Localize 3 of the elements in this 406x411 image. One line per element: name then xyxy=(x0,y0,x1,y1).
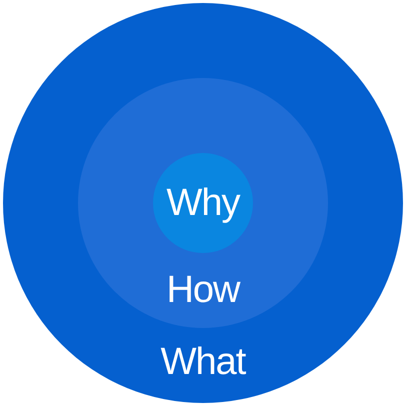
circle-label: What xyxy=(160,340,247,384)
circle-label: Why xyxy=(166,181,241,225)
circle-label: How xyxy=(165,268,242,312)
